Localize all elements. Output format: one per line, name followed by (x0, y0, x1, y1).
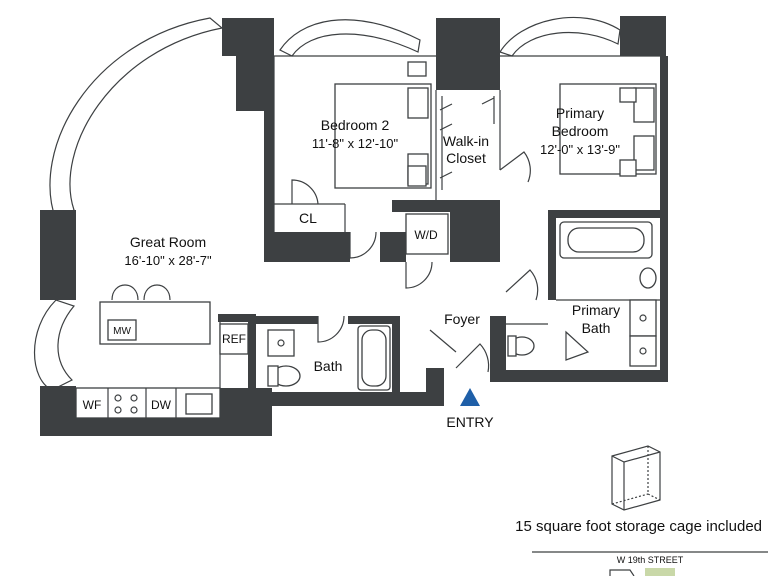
bay-window-wall (34, 16, 621, 391)
label-closet: CL (299, 210, 317, 226)
label-primary-bath-1: Primary (572, 302, 620, 318)
kitchen-island (99, 284, 211, 345)
label-great-room: Great Room (130, 234, 206, 250)
walls (40, 16, 668, 436)
entry-arrow-icon (460, 388, 480, 406)
storage-cage-icon (611, 445, 661, 511)
label-primary-bedroom-1: Primary (556, 105, 604, 121)
hall-bath-fixtures (267, 325, 391, 391)
closet-rods (439, 96, 495, 190)
refrigerator-box (219, 323, 249, 355)
label-refrigerator: REF (222, 332, 246, 346)
label-primary-bath-2: Bath (582, 320, 611, 336)
label-wine-fridge: WF (83, 398, 102, 412)
label-dishwasher: DW (151, 398, 172, 412)
label-walkin-closet-2: Closet (446, 150, 486, 166)
label-washer-dryer: W/D (414, 228, 438, 242)
label-entry: ENTRY (446, 414, 494, 430)
storage-caption: 15 square foot storage cage included (515, 518, 762, 535)
doors (291, 151, 590, 373)
dims-primary-bedroom: 12'-0" x 13'-9" (540, 142, 620, 157)
microwave-box (107, 319, 137, 341)
label-microwave: MW (113, 326, 131, 337)
primary-bath-fixtures (507, 221, 657, 367)
room-labels: Bedroom 2 11'-8" x 12'-10" Primary Bedro… (83, 105, 621, 412)
washer-dryer-closet (405, 213, 449, 255)
label-foyer: Foyer (444, 311, 480, 327)
dims-great-room: 16'-10" x 28'-7" (124, 253, 212, 268)
street-name: W 19th STREET (617, 555, 684, 565)
dims-bedroom2: 11'-8" x 12'-10" (312, 136, 399, 151)
label-bedroom2: Bedroom 2 (321, 117, 390, 133)
entry-marker: ENTRY (446, 388, 494, 430)
bed-bedroom2 (334, 61, 432, 189)
site-plan: W 19th STREET (532, 551, 768, 576)
label-bath: Bath (314, 358, 343, 374)
label-walkin-closet-1: Walk-in (443, 133, 489, 149)
label-primary-bedroom-2: Bedroom (552, 123, 609, 139)
bed-primary (559, 83, 657, 177)
kitchen-counter (75, 387, 221, 419)
